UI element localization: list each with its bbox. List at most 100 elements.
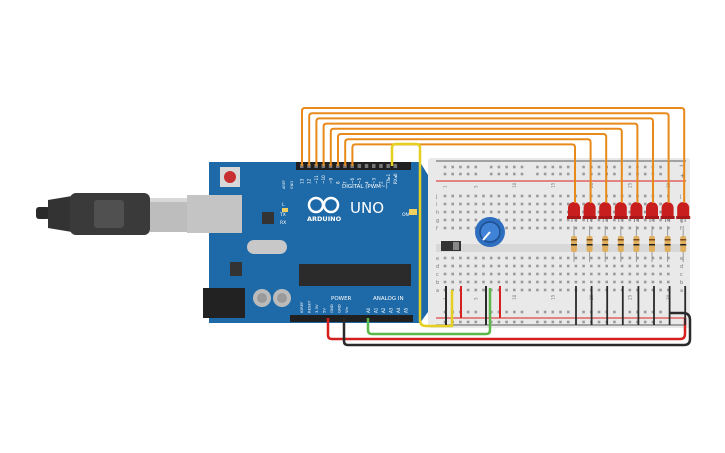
- rail-hole[interactable]: [651, 310, 655, 314]
- rail-hole[interactable]: [582, 165, 585, 169]
- breadboard-hole[interactable]: [628, 218, 632, 222]
- rail-hole[interactable]: [451, 172, 454, 176]
- breadboard-hole[interactable]: [636, 264, 639, 268]
- breadboard-hole[interactable]: [667, 256, 670, 260]
- rail-hole[interactable]: [659, 165, 662, 169]
- breadboard-hole[interactable]: [505, 226, 508, 230]
- rail-hole[interactable]: [459, 320, 462, 324]
- breadboard-hole[interactable]: [451, 218, 454, 222]
- rail-hole[interactable]: [582, 320, 585, 324]
- breadboard-hole[interactable]: [513, 202, 516, 206]
- breadboard-hole[interactable]: [559, 280, 562, 284]
- rail-hole[interactable]: [559, 310, 562, 314]
- breadboard-hole[interactable]: [520, 280, 524, 284]
- breadboard-hole[interactable]: [466, 272, 470, 276]
- rail-hole[interactable]: [466, 320, 470, 324]
- digital-pin[interactable]: [386, 164, 390, 168]
- rail-hole[interactable]: [474, 320, 478, 324]
- breadboard-hole[interactable]: [574, 226, 578, 230]
- breadboard-hole[interactable]: [559, 218, 562, 222]
- breadboard-hole[interactable]: [528, 288, 531, 292]
- breadboard-hole[interactable]: [643, 226, 647, 230]
- breadboard-hole[interactable]: [513, 264, 516, 268]
- breadboard-hole[interactable]: [466, 256, 470, 260]
- breadboard-hole[interactable]: [551, 288, 555, 292]
- breadboard-hole[interactable]: [497, 202, 501, 206]
- breadboard-hole[interactable]: [466, 210, 470, 214]
- breadboard-hole[interactable]: [659, 288, 662, 292]
- breadboard-hole[interactable]: [489, 256, 493, 260]
- breadboard-hole[interactable]: [513, 194, 516, 198]
- breadboard-hole[interactable]: [628, 272, 632, 276]
- rail-hole[interactable]: [566, 165, 570, 169]
- rail-hole[interactable]: [466, 172, 470, 176]
- breadboard-hole[interactable]: [474, 210, 478, 214]
- breadboard-hole[interactable]: [551, 264, 555, 268]
- breadboard-hole[interactable]: [497, 194, 501, 198]
- breadboard-hole[interactable]: [543, 288, 547, 292]
- breadboard-hole[interactable]: [651, 218, 655, 222]
- breadboard-hole[interactable]: [528, 210, 531, 214]
- digital-pin[interactable]: [379, 164, 383, 168]
- breadboard-hole[interactable]: [590, 264, 593, 268]
- rail-hole[interactable]: [474, 310, 478, 314]
- breadboard-hole[interactable]: [489, 202, 493, 206]
- breadboard-hole[interactable]: [605, 272, 608, 276]
- breadboard-hole[interactable]: [505, 272, 508, 276]
- rail-hole[interactable]: [613, 165, 616, 169]
- breadboard-hole[interactable]: [513, 288, 516, 292]
- breadboard-hole[interactable]: [651, 264, 655, 268]
- rail-hole[interactable]: [551, 320, 555, 324]
- breadboard-hole[interactable]: [482, 202, 485, 206]
- rail-hole[interactable]: [566, 320, 570, 324]
- breadboard-hole[interactable]: [590, 280, 593, 284]
- breadboard-hole[interactable]: [451, 272, 454, 276]
- breadboard-hole[interactable]: [566, 194, 570, 198]
- breadboard-hole[interactable]: [459, 256, 462, 260]
- breadboard-hole[interactable]: [505, 218, 508, 222]
- breadboard-hole[interactable]: [536, 256, 539, 260]
- breadboard-hole[interactable]: [613, 256, 616, 260]
- rail-hole[interactable]: [543, 310, 547, 314]
- breadboard-hole[interactable]: [597, 256, 601, 260]
- breadboard-hole[interactable]: [459, 280, 462, 284]
- breadboard-hole[interactable]: [474, 194, 478, 198]
- breadboard-hole[interactable]: [582, 218, 585, 222]
- breadboard-hole[interactable]: [536, 264, 539, 268]
- breadboard-hole[interactable]: [659, 194, 662, 198]
- breadboard-hole[interactable]: [451, 280, 454, 284]
- breadboard-hole[interactable]: [551, 280, 555, 284]
- breadboard-hole[interactable]: [528, 280, 531, 284]
- breadboard-hole[interactable]: [597, 210, 601, 214]
- breadboard-hole[interactable]: [528, 272, 531, 276]
- breadboard-hole[interactable]: [659, 226, 662, 230]
- breadboard-hole[interactable]: [620, 226, 624, 230]
- breadboard-hole[interactable]: [528, 256, 531, 260]
- breadboard-hole[interactable]: [520, 264, 524, 268]
- rail-hole[interactable]: [474, 172, 478, 176]
- breadboard-hole[interactable]: [443, 210, 447, 214]
- breadboard-hole[interactable]: [559, 226, 562, 230]
- rail-hole[interactable]: [659, 172, 662, 176]
- rail-hole[interactable]: [566, 172, 570, 176]
- breadboard-hole[interactable]: [613, 226, 616, 230]
- breadboard-hole[interactable]: [482, 272, 485, 276]
- breadboard-hole[interactable]: [613, 202, 616, 206]
- rail-hole[interactable]: [559, 172, 562, 176]
- breadboard-hole[interactable]: [659, 218, 662, 222]
- rail-hole[interactable]: [543, 320, 547, 324]
- breadboard-hole[interactable]: [466, 194, 470, 198]
- breadboard-hole[interactable]: [536, 194, 539, 198]
- breadboard-hole[interactable]: [559, 264, 562, 268]
- breadboard-hole[interactable]: [451, 194, 454, 198]
- breadboard-hole[interactable]: [613, 264, 616, 268]
- breadboard-hole[interactable]: [574, 256, 578, 260]
- breadboard-hole[interactable]: [628, 280, 632, 284]
- breadboard-hole[interactable]: [628, 288, 632, 292]
- breadboard-hole[interactable]: [605, 226, 608, 230]
- breadboard-hole[interactable]: [466, 280, 470, 284]
- breadboard-hole[interactable]: [667, 288, 670, 292]
- breadboard-hole[interactable]: [543, 256, 547, 260]
- breadboard-hole[interactable]: [613, 218, 616, 222]
- rail-hole[interactable]: [536, 320, 539, 324]
